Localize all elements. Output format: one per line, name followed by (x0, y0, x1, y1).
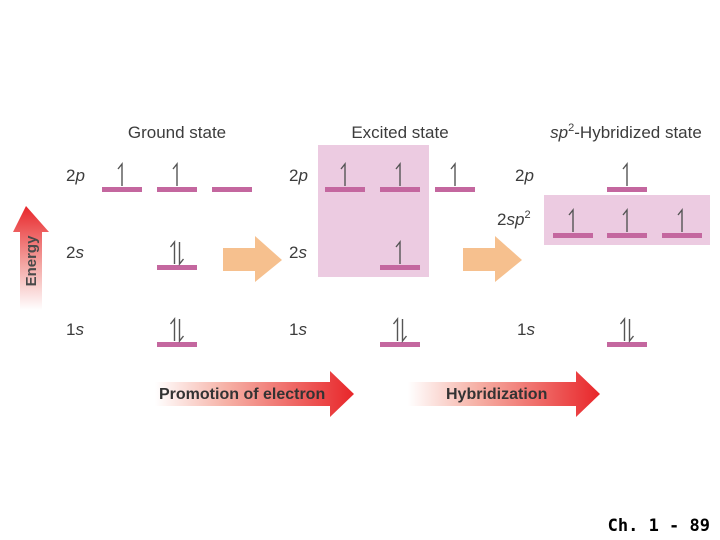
transition-arrow-2 (463, 236, 522, 282)
orbital-ground-s1 (157, 317, 197, 347)
hybridization-arrow (408, 371, 600, 417)
electron-spin-up-icon (622, 208, 628, 232)
orbital-line (380, 187, 420, 192)
orbital-ground-s2 (157, 240, 197, 270)
orbital-excited-p2 (380, 162, 420, 192)
orbital-hybrid-s1 (607, 317, 647, 347)
orbital-line (157, 265, 197, 270)
orbital-hybrid-sp2 (662, 208, 702, 238)
orbital-line (662, 233, 702, 238)
electron-spin-up-icon (450, 162, 456, 186)
level-label-2p: 2p (515, 166, 534, 185)
orbital-line (607, 187, 647, 192)
electron-spin-up-icon (395, 162, 401, 186)
electron-spin-down-icon (178, 242, 185, 266)
electron-spin-up-icon (395, 240, 401, 264)
orbital-line (553, 233, 593, 238)
orbital-hybrid-sp2 (553, 208, 593, 238)
electron-spin-down-icon (178, 319, 185, 343)
orbital-ground-p2 (102, 162, 142, 192)
orbital-line (435, 187, 475, 192)
electron-spin-up-icon (340, 162, 346, 186)
level-label-2s: 2s (66, 243, 84, 262)
promotion-arrow-label: Promotion of electron (159, 386, 325, 403)
transition-arrow-1 (223, 236, 282, 282)
orbital-excited-s2 (380, 240, 420, 270)
orbital-line (607, 233, 647, 238)
electron-spin-up-icon (169, 317, 176, 341)
orbital-line (325, 187, 365, 192)
header-sp2-hybridized-state: sp2-Hybridized state (550, 122, 702, 142)
promotion-arrow (155, 371, 354, 417)
electron-spin-up-icon (172, 162, 178, 186)
level-label-2s: 2s (289, 243, 307, 262)
hybridization-arrow-label: Hybridization (446, 386, 547, 403)
energy-label: Energy (23, 235, 40, 287)
level-label-2p: 2p (289, 166, 308, 185)
orbital-ground-p2 (157, 162, 197, 192)
orbital-line (607, 342, 647, 347)
slide-number: Ch. 1 - 89 (608, 516, 710, 536)
orbital-line (157, 187, 197, 192)
orbital-excited-p2 (325, 162, 365, 192)
level-label-1s: 1s (517, 320, 535, 339)
electron-spin-up-icon (568, 208, 574, 232)
header-ground-state: Ground state (128, 123, 226, 142)
electron-spin-up-icon (619, 317, 626, 341)
energy-arrow (13, 206, 49, 310)
electron-spin-up-icon (677, 208, 683, 232)
orbital-levels (102, 162, 702, 347)
orbital-line (212, 187, 252, 192)
header-excited-state: Excited state (351, 123, 448, 142)
level-label-1s: 1s (66, 320, 84, 339)
electron-spin-up-icon (169, 240, 176, 264)
electron-spin-up-icon (622, 162, 628, 186)
orbital-hybrid-p2 (607, 162, 647, 192)
orbital-line (380, 265, 420, 270)
orbital-excited-s1 (380, 317, 420, 347)
orbital-line (157, 342, 197, 347)
electron-spin-up-icon (117, 162, 123, 186)
electron-spin-down-icon (628, 319, 635, 343)
orbital-ground-p2 (212, 187, 252, 192)
level-label-1s: 1s (289, 320, 307, 339)
orbital-excited-p2 (435, 162, 475, 192)
orbital-line (102, 187, 142, 192)
level-label-2p: 2p (66, 166, 85, 185)
excited-highlight-box (318, 145, 429, 277)
orbital-hybrid-sp2 (607, 208, 647, 238)
level-label-2sp2: 2sp2 (497, 209, 531, 229)
electron-spin-down-icon (401, 319, 408, 343)
orbital-line (380, 342, 420, 347)
electron-spin-up-icon (392, 317, 399, 341)
